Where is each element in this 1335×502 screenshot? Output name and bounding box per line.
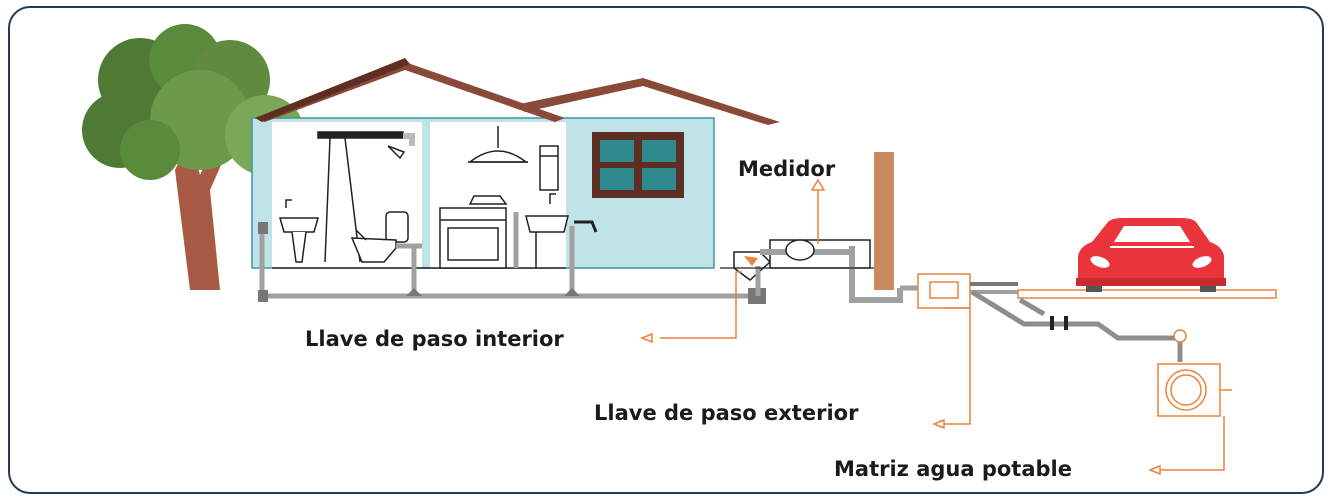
- inner-valve-label: Llave de paso interior: [305, 327, 564, 351]
- meter-label: Medidor: [738, 157, 836, 181]
- house: [251, 58, 780, 302]
- outer-valve-label: Llave de paso exterior: [594, 401, 859, 425]
- meter-device: [785, 239, 815, 261]
- water-main-box: [1157, 363, 1232, 417]
- property-post: [874, 152, 894, 290]
- roof-right: [515, 78, 780, 125]
- stove: [439, 195, 508, 269]
- street-pipes: [970, 289, 1183, 362]
- water-main-label: Matriz agua potable: [834, 457, 1072, 481]
- toilet: [350, 211, 409, 263]
- meter-callout: [810, 178, 826, 244]
- water-heater: [539, 145, 559, 191]
- car: [1076, 218, 1226, 292]
- sink-bathroom: [279, 199, 319, 263]
- shower: [317, 131, 415, 263]
- callout-lines: [639, 271, 1225, 476]
- outer-valve-box: [900, 273, 1018, 309]
- window: [592, 132, 684, 198]
- tree-trunk: [175, 140, 232, 290]
- sink-kitchen: [525, 193, 598, 268]
- lamp: [467, 126, 529, 163]
- inner-valve-assembly: [733, 239, 903, 304]
- roof-left: [255, 62, 565, 122]
- sidewalk: [1017, 289, 1277, 299]
